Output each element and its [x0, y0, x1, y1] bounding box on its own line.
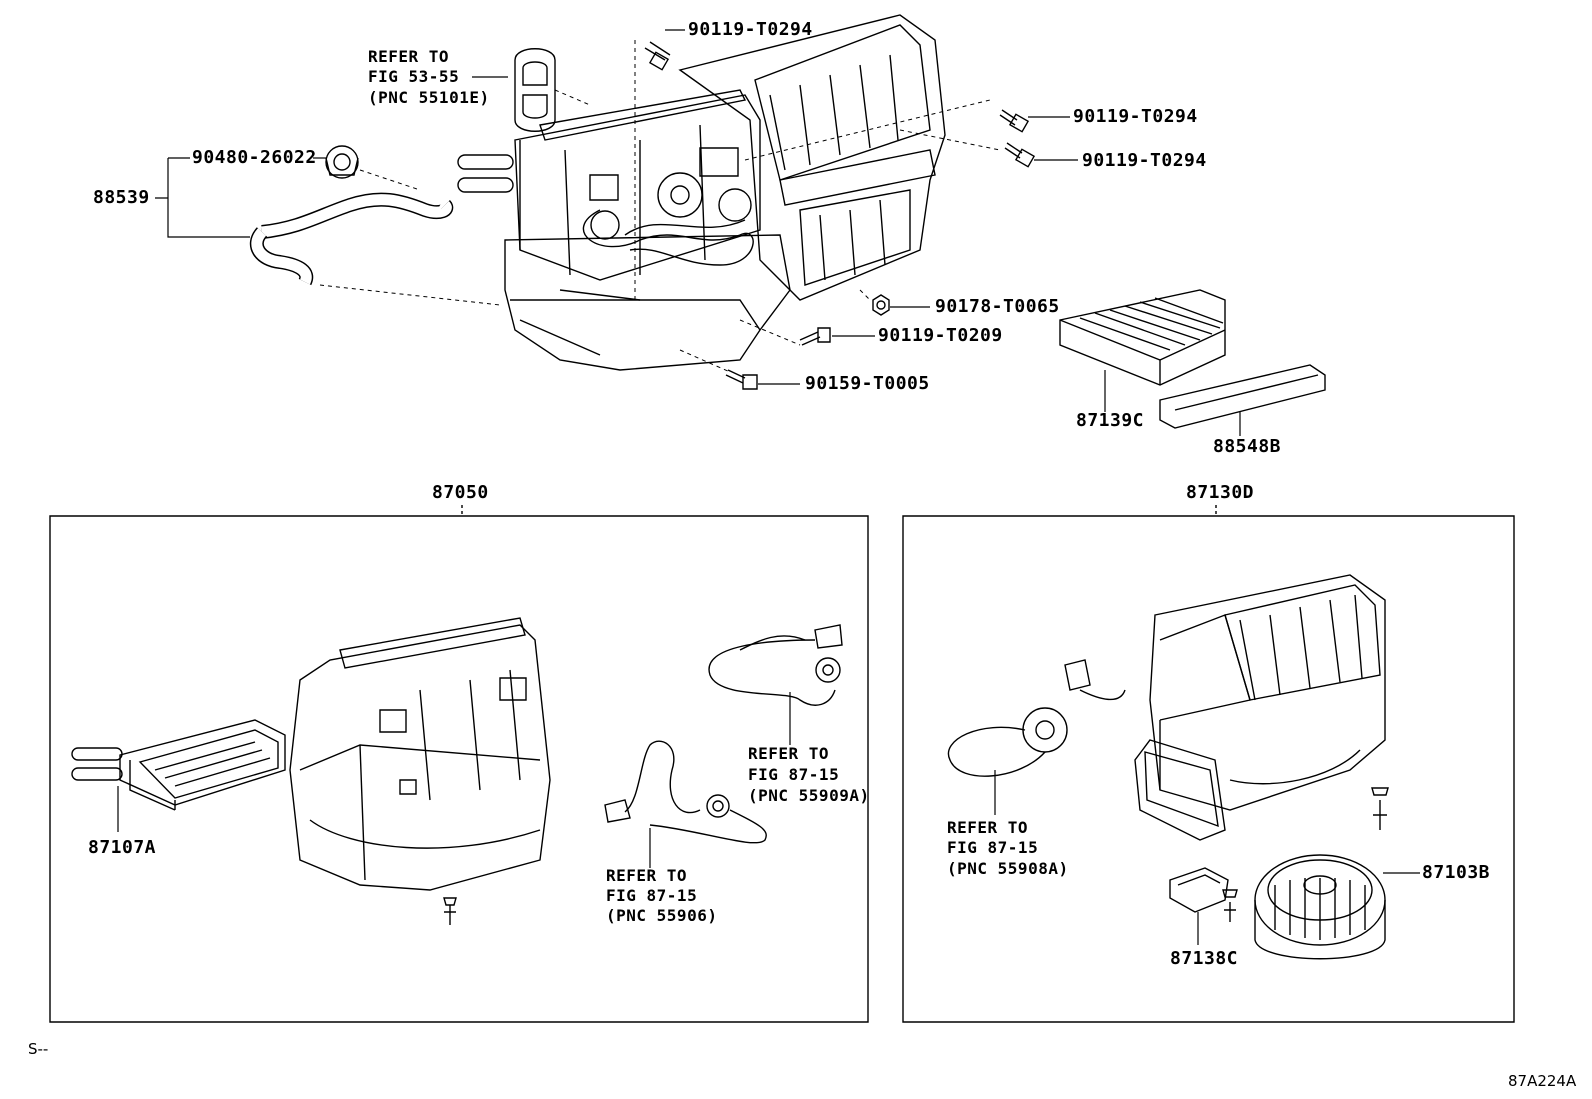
refer-note-mid-right-line3[interactable]: (PNC 55909A)	[748, 786, 870, 805]
refer-note-mid-right-line2[interactable]: FIG 87-15	[748, 765, 840, 784]
part-number-hose[interactable]: 88539	[93, 187, 150, 208]
heater-case-drawing	[290, 618, 550, 925]
refer-note-top-line1: REFER TO	[368, 47, 450, 66]
part-number-bolt-low[interactable]: 90159-T0005	[805, 373, 930, 394]
heater-unit-box	[50, 505, 868, 1022]
part-number-filter[interactable]: 87139C	[1076, 410, 1145, 431]
part-number-grommet[interactable]: 90480-26022	[192, 147, 317, 168]
bolt-drawings	[645, 42, 1034, 389]
resistor-drawing	[1170, 868, 1237, 945]
part-number-bolt-right-2[interactable]: 90119-T0294	[1082, 150, 1207, 171]
part-number-bolt-right-1[interactable]: 90119-T0294	[1073, 106, 1198, 127]
heater-core-drawing	[72, 720, 285, 832]
filter-drawing	[1060, 290, 1325, 428]
refer-note-right-line2[interactable]: FIG 87-15	[947, 838, 1039, 857]
leader-lines	[155, 30, 1240, 436]
gasket-drawing	[515, 49, 555, 132]
refer-note-mid-left-line2[interactable]: FIG 87-15	[606, 886, 698, 905]
refer-note-top-line3[interactable]: (PNC 55101E)	[368, 88, 490, 107]
blower-case-drawing	[1135, 575, 1388, 840]
part-number-bolt-mid[interactable]: 90119-T0209	[878, 325, 1003, 346]
refer-note-mid-right-line1: REFER TO	[748, 744, 830, 763]
corner-mark: S--	[28, 1040, 49, 1058]
part-number-filter-cover[interactable]: 88548B	[1213, 436, 1282, 457]
refer-note-mid-left-line1: REFER TO	[606, 866, 688, 885]
part-number-heater-core[interactable]: 87107A	[88, 837, 157, 858]
grommet-drawing	[326, 146, 358, 178]
reference-lines	[320, 40, 1000, 372]
blower-motor-drawing	[1255, 855, 1420, 959]
sensor-harness-drawings	[605, 625, 842, 868]
hvac-assembly-drawing	[458, 15, 945, 370]
refer-note-top-line2[interactable]: FIG 53-55	[368, 67, 460, 86]
part-number-bolt-top[interactable]: 90119-T0294	[688, 19, 813, 40]
part-number-nut[interactable]: 90178-T0065	[935, 296, 1060, 317]
refer-note-mid-left-line3[interactable]: (PNC 55906)	[606, 906, 718, 925]
part-number-blower-unit[interactable]: 87130D	[1186, 482, 1255, 503]
hose-drawing	[257, 200, 446, 282]
refer-note-right-line1: REFER TO	[947, 818, 1029, 837]
right-sensor-harness	[948, 660, 1125, 815]
part-number-blower-motor[interactable]: 87103B	[1422, 862, 1491, 883]
blower-unit-box	[903, 505, 1514, 1022]
part-number-heater-unit[interactable]: 87050	[432, 482, 489, 503]
figure-code: 87A224A	[1508, 1072, 1577, 1090]
part-number-resistor[interactable]: 87138C	[1170, 948, 1239, 969]
refer-note-right-line3[interactable]: (PNC 55908A)	[947, 859, 1069, 878]
